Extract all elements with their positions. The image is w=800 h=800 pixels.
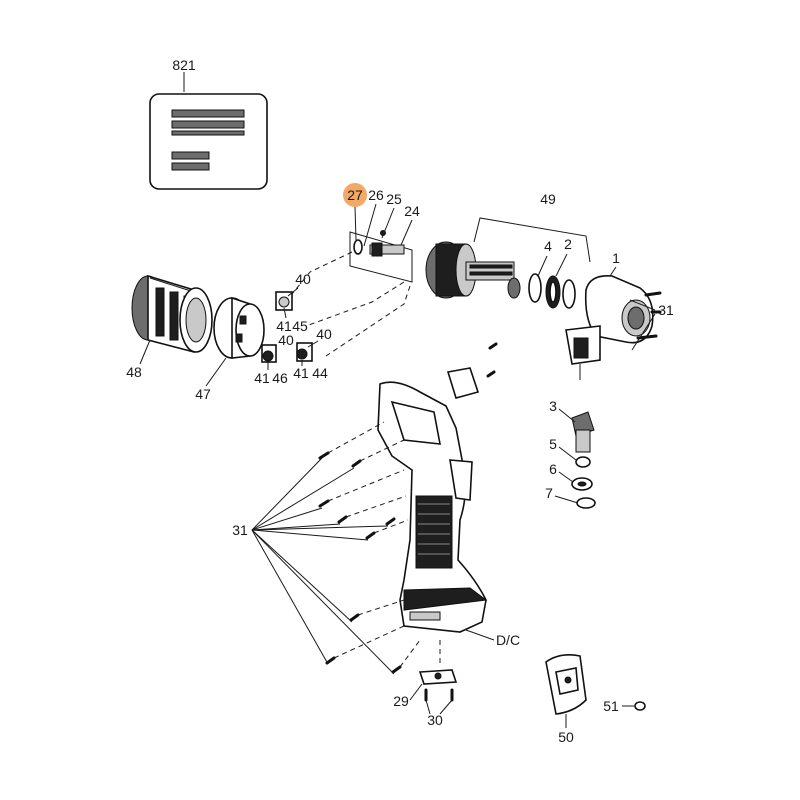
callout-6: 6 bbox=[549, 461, 557, 477]
callout-2: 2 bbox=[564, 236, 572, 252]
callout-40-c: 40 bbox=[316, 326, 332, 342]
screw-part-51 bbox=[634, 701, 646, 711]
lamp-plate-29-30 bbox=[418, 669, 458, 702]
callout-5: 5 bbox=[549, 436, 557, 452]
callout-27: 27 bbox=[347, 187, 363, 203]
callout-dc: D/C bbox=[496, 632, 520, 648]
callout-24: 24 bbox=[404, 203, 420, 219]
callout-25: 25 bbox=[386, 191, 402, 207]
ring-part-4 bbox=[528, 273, 542, 303]
end-cap-47 bbox=[213, 296, 265, 359]
callout-40-b: 40 bbox=[278, 332, 294, 348]
callout-41-c: 41 bbox=[293, 365, 309, 381]
callout-4: 4 bbox=[544, 238, 552, 254]
callout-31-left: 31 bbox=[232, 522, 248, 538]
front-housing-1 bbox=[565, 274, 654, 380]
belt-clip-50 bbox=[545, 654, 587, 715]
parts-24-27-assembly bbox=[349, 230, 413, 283]
callout-1: 1 bbox=[612, 250, 620, 266]
callout-41-b: 41 bbox=[254, 370, 270, 386]
callout-51: 51 bbox=[603, 698, 619, 714]
clutch-parts-stack bbox=[571, 411, 596, 509]
callout-44: 44 bbox=[312, 365, 328, 381]
callout-45: 45 bbox=[292, 318, 308, 334]
callout-26: 26 bbox=[368, 187, 384, 203]
callout-49: 49 bbox=[540, 191, 556, 207]
label-plate-821 bbox=[149, 72, 268, 190]
motor-can-48 bbox=[131, 274, 213, 354]
callout-50: 50 bbox=[558, 729, 574, 745]
housing-screws-31 bbox=[318, 421, 421, 674]
callout-48: 48 bbox=[126, 364, 142, 380]
callout-821: 821 bbox=[172, 57, 196, 73]
callout-31-top: 31 bbox=[658, 302, 674, 318]
callout-3: 3 bbox=[549, 398, 557, 414]
callout-29: 29 bbox=[393, 693, 409, 709]
callout-47: 47 bbox=[195, 386, 211, 402]
gear-assembly-49 bbox=[425, 241, 521, 299]
callout-41-a: 41 bbox=[276, 318, 292, 334]
main-housing bbox=[377, 381, 488, 633]
callout-40-a: 40 bbox=[295, 271, 311, 287]
callout-46: 46 bbox=[272, 370, 288, 386]
switch-parts-40-46 bbox=[261, 291, 313, 363]
callout-7: 7 bbox=[545, 485, 553, 501]
callout-30: 30 bbox=[427, 712, 443, 728]
highlight-marker bbox=[343, 183, 367, 207]
